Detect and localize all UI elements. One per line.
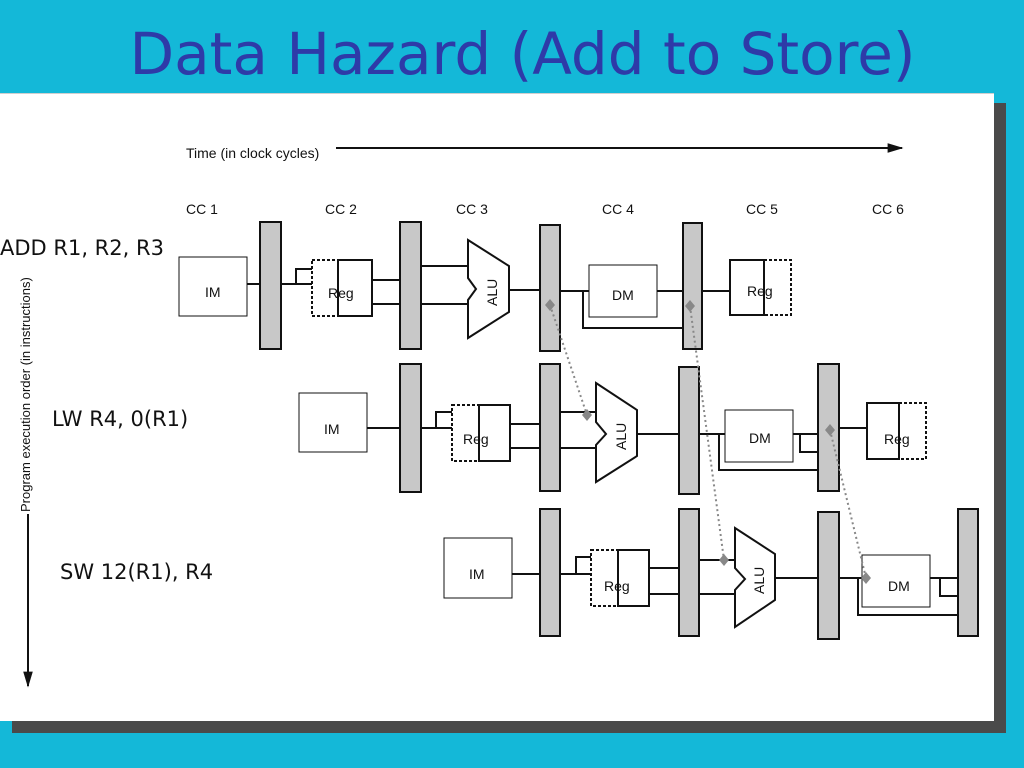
dm-box xyxy=(861,554,931,608)
reg-box xyxy=(478,404,511,462)
alu-label: ALU xyxy=(484,279,500,306)
pipeline-register xyxy=(259,221,282,350)
pipeline-row-add: IM Reg ALU DM Reg xyxy=(178,221,792,352)
cc-label-1: CC 1 xyxy=(186,201,218,217)
slide-title: Data Hazard (Add to Store) xyxy=(129,20,916,88)
alu-shape xyxy=(595,381,638,484)
reg-box-dotted xyxy=(898,402,927,460)
instruction-lw: LW R4, 0(R1) xyxy=(52,407,188,431)
instruction-sw: SW 12(R1), R4 xyxy=(60,560,213,584)
alu-shape xyxy=(467,238,510,340)
pipeline-register xyxy=(539,508,561,637)
reg-label: Reg xyxy=(328,285,354,301)
reg-box xyxy=(729,259,765,316)
dependency-marker xyxy=(825,424,835,436)
reg-label: Reg xyxy=(747,283,773,299)
pipeline-register xyxy=(682,222,703,350)
pipeline-register xyxy=(678,366,700,495)
im-box xyxy=(443,537,513,599)
alu-shape xyxy=(734,526,776,629)
reg-label: Reg xyxy=(604,578,630,594)
cc-label-3: CC 3 xyxy=(456,201,488,217)
dm-label: DM xyxy=(749,430,771,446)
dependency-marker xyxy=(861,572,871,584)
dm-box xyxy=(588,264,658,318)
cc-label-2: CC 2 xyxy=(325,201,357,217)
cc-label-6: CC 6 xyxy=(872,201,904,217)
order-axis-label: Program execution order (in instructions… xyxy=(18,277,33,512)
pipeline-register xyxy=(399,363,422,493)
dependency-line xyxy=(829,429,867,579)
dm-box xyxy=(724,409,794,463)
reg-box-dotted xyxy=(311,259,339,317)
pipeline-register xyxy=(817,511,840,640)
reg-label: Reg xyxy=(463,431,489,447)
im-label: IM xyxy=(469,566,485,582)
reg-box xyxy=(337,259,373,317)
pipeline-register xyxy=(539,363,561,492)
reg-box-dotted xyxy=(763,259,792,316)
im-box xyxy=(298,392,368,453)
pipeline-diagram: Time (in clock cycles) CC 1 CC 2 CC 3 CC… xyxy=(0,143,979,688)
pipeline-row-sw: IM Reg ALU DM xyxy=(443,508,979,640)
dm-label: DM xyxy=(612,287,634,303)
instruction-add: ADD R1, R2, R3 xyxy=(0,236,164,260)
dependency-marker xyxy=(719,554,729,566)
reg-label: Reg xyxy=(884,431,910,447)
alu-label: ALU xyxy=(751,567,767,594)
im-box xyxy=(178,256,248,317)
dependency-marker xyxy=(582,409,592,421)
reg-box xyxy=(866,402,900,460)
cc-label-5: CC 5 xyxy=(746,201,778,217)
im-label: IM xyxy=(324,421,340,437)
im-label: IM xyxy=(205,284,221,300)
pipeline-register xyxy=(399,221,422,350)
diagram-panel: Time (in clock cycles) CC 1 CC 2 CC 3 CC… xyxy=(0,93,994,721)
cc-label-4: CC 4 xyxy=(602,201,634,217)
pipeline-register xyxy=(957,508,979,637)
pipeline-row-lw: IM Reg ALU DM R xyxy=(298,363,927,495)
dependency-marker xyxy=(545,299,555,311)
pipeline-register xyxy=(678,508,700,637)
time-axis-label: Time (in clock cycles) xyxy=(186,145,319,161)
dm-label: DM xyxy=(888,578,910,594)
dependency-lines xyxy=(549,304,867,579)
dependency-line xyxy=(549,304,588,416)
pipeline-register xyxy=(539,224,561,352)
dependency-markers xyxy=(545,299,871,584)
alu-label: ALU xyxy=(613,423,629,450)
reg-box xyxy=(617,549,650,607)
dependency-marker xyxy=(685,300,695,312)
